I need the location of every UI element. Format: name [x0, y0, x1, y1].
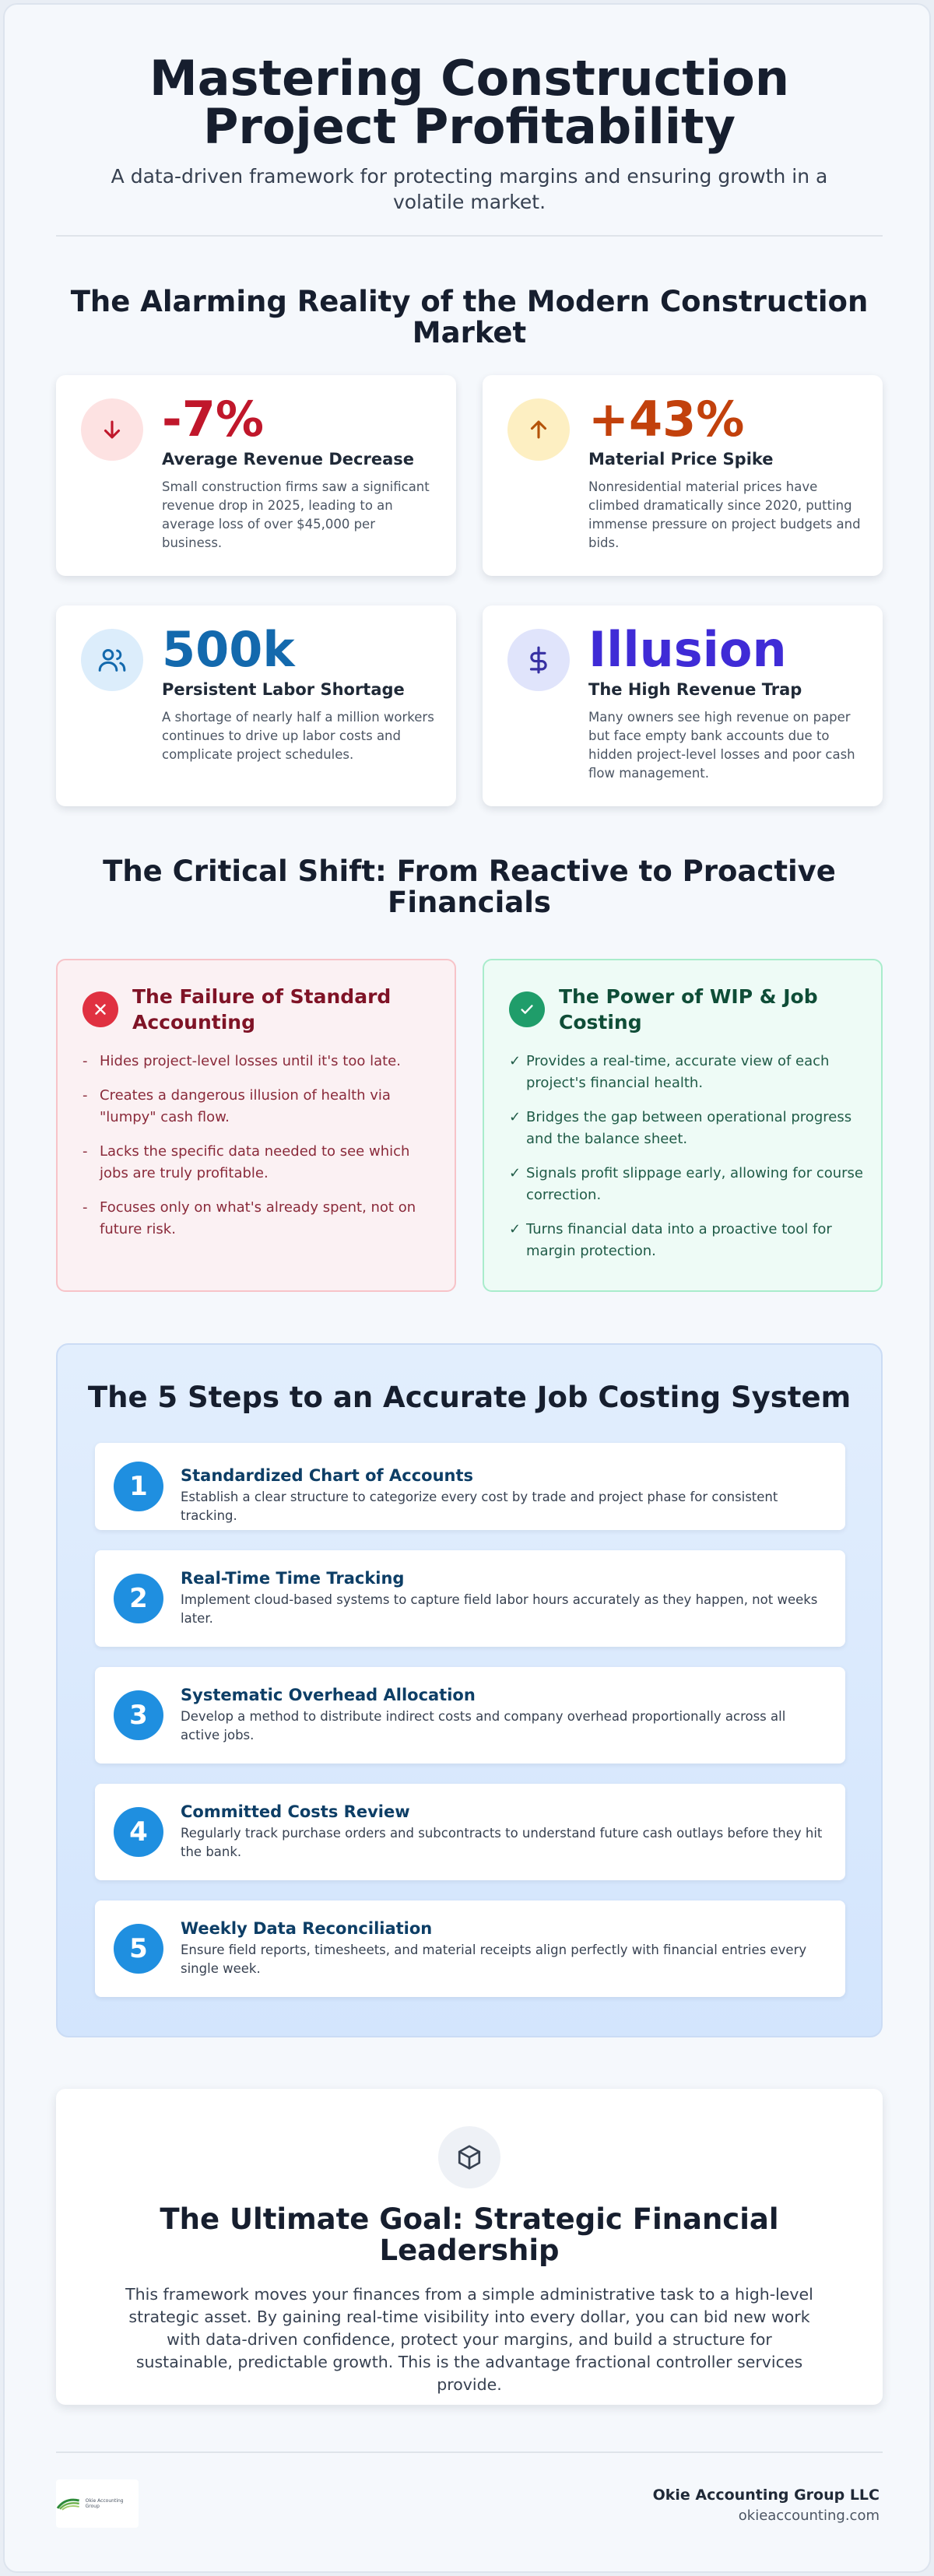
- users-icon: [81, 629, 143, 691]
- footer-website-link[interactable]: okieaccounting.com: [738, 2508, 880, 2524]
- logo-mark-icon: [56, 2498, 79, 2511]
- footer-company-name: Okie Accounting Group LLC: [652, 2487, 880, 2504]
- list-item: ✓Signals profit slippage early, allowing…: [509, 1165, 864, 1203]
- company-logo[interactable]: Okie Accounting Group: [56, 2479, 139, 2528]
- step-card-2: 2 Real-Time Time Tracking Implement clou…: [95, 1550, 845, 1647]
- stat-card-materials: +43% Material Price Spike Nonresidential…: [483, 375, 883, 576]
- page-title: Mastering Construction Project Profitabi…: [149, 50, 789, 155]
- stat-description: Small construction firms saw a significa…: [162, 479, 430, 550]
- step-title: Real-Time Time Tracking: [181, 1569, 405, 1588]
- stat-value: 500k: [162, 621, 295, 678]
- step-title: Weekly Data Reconciliation: [181, 1919, 433, 1938]
- step-title: Standardized Chart of Accounts: [181, 1466, 474, 1485]
- arrow-up-icon: [507, 398, 570, 461]
- list-item: ✓Bridges the gap between operational pro…: [509, 1109, 852, 1147]
- goal-description: This framework moves your finances from …: [125, 2285, 813, 2394]
- cube-icon: [438, 2126, 500, 2188]
- stat-label: Material Price Spike: [588, 450, 774, 469]
- list-item: -Lacks the specific data needed to see w…: [83, 1143, 410, 1181]
- stat-card-labor: 500k Persistent Labor Shortage A shortag…: [56, 605, 456, 806]
- step-number: 2: [114, 1574, 163, 1623]
- stat-value: +43%: [588, 391, 745, 447]
- benefit-list: ✓Provides a real-time, accurate view of …: [509, 1051, 867, 1275]
- stat-description: Many owners see high revenue on paper bu…: [588, 710, 855, 781]
- arrow-down-icon: [81, 398, 143, 461]
- step-card-4: 4 Committed Costs Review Regularly track…: [95, 1784, 845, 1880]
- step-number: 3: [114, 1690, 163, 1740]
- steps-panel: The 5 Steps to an Accurate Job Costing S…: [56, 1343, 883, 2037]
- step-title: Systematic Overhead Allocation: [181, 1686, 476, 1704]
- stat-label: Persistent Labor Shortage: [162, 680, 405, 699]
- stat-label: Average Revenue Decrease: [162, 450, 414, 469]
- logo-text: Okie Accounting Group: [85, 2498, 124, 2509]
- infographic-page: Mastering Construction Project Profitabi…: [3, 3, 931, 2573]
- step-description: Develop a method to distribute indirect …: [181, 1709, 786, 1742]
- page-subtitle: A data-driven framework for protecting m…: [111, 165, 828, 213]
- card-title: The Failure of Standard Accounting: [132, 985, 392, 1034]
- stat-card-revenue: -7% Average Revenue Decrease Small const…: [56, 375, 456, 576]
- shift-section-title: The Critical Shift: From Reactive to Pro…: [103, 855, 836, 919]
- header-divider: [56, 235, 883, 237]
- step-card-3: 3 Systematic Overhead Allocation Develop…: [95, 1667, 845, 1764]
- failure-list: -Hides project-level losses until it's t…: [83, 1051, 441, 1253]
- stat-value: -7%: [162, 391, 264, 447]
- footer-divider: [56, 2451, 883, 2453]
- stat-label: The High Revenue Trap: [588, 680, 802, 699]
- step-description: Regularly track purchase orders and subc…: [181, 1826, 823, 1859]
- list-item: -Focuses only on what's already spent, n…: [83, 1199, 416, 1237]
- dollar-icon: [507, 629, 570, 691]
- stat-card-revenue-trap: Illusion The High Revenue Trap Many owne…: [483, 605, 883, 806]
- reality-section-title: The Alarming Reality of the Modern Const…: [70, 285, 869, 349]
- stat-description: A shortage of nearly half a million work…: [162, 710, 434, 762]
- check-circle-icon: [509, 991, 545, 1027]
- step-number: 1: [114, 1462, 163, 1511]
- ultimate-goal-card: The Ultimate Goal: Strategic Financial L…: [56, 2089, 883, 2405]
- step-number: 5: [114, 1924, 163, 1974]
- list-item: -Hides project-level losses until it's t…: [83, 1053, 401, 1069]
- step-title: Committed Costs Review: [181, 1802, 410, 1821]
- standard-accounting-card: The Failure of Standard Accounting -Hide…: [56, 959, 456, 1292]
- step-card-1: 1 Standardized Chart of Accounts Establi…: [95, 1443, 845, 1530]
- step-description: Implement cloud-based systems to capture…: [181, 1592, 818, 1626]
- steps-section-title: The 5 Steps to an Accurate Job Costing S…: [87, 1381, 851, 1414]
- goal-title: The Ultimate Goal: Strategic Financial L…: [160, 2202, 779, 2267]
- list-item: ✓Provides a real-time, accurate view of …: [509, 1053, 830, 1091]
- card-title: The Power of WIP & Job Costing: [559, 985, 818, 1034]
- x-circle-icon: [83, 991, 118, 1027]
- stat-value: Illusion: [588, 621, 787, 678]
- list-item: ✓Turns financial data into a proactive t…: [509, 1221, 832, 1259]
- step-description: Ensure field reports, timesheets, and ma…: [181, 1943, 807, 1976]
- step-number: 4: [114, 1807, 163, 1857]
- step-description: Establish a clear structure to categoriz…: [181, 1490, 778, 1523]
- stat-description: Nonresidential material prices have clim…: [588, 479, 861, 550]
- list-item: -Creates a dangerous illusion of health …: [83, 1087, 391, 1125]
- wip-job-costing-card: The Power of WIP & Job Costing ✓Provides…: [483, 959, 883, 1292]
- step-card-5: 5 Weekly Data Reconciliation Ensure fiel…: [95, 1900, 845, 1997]
